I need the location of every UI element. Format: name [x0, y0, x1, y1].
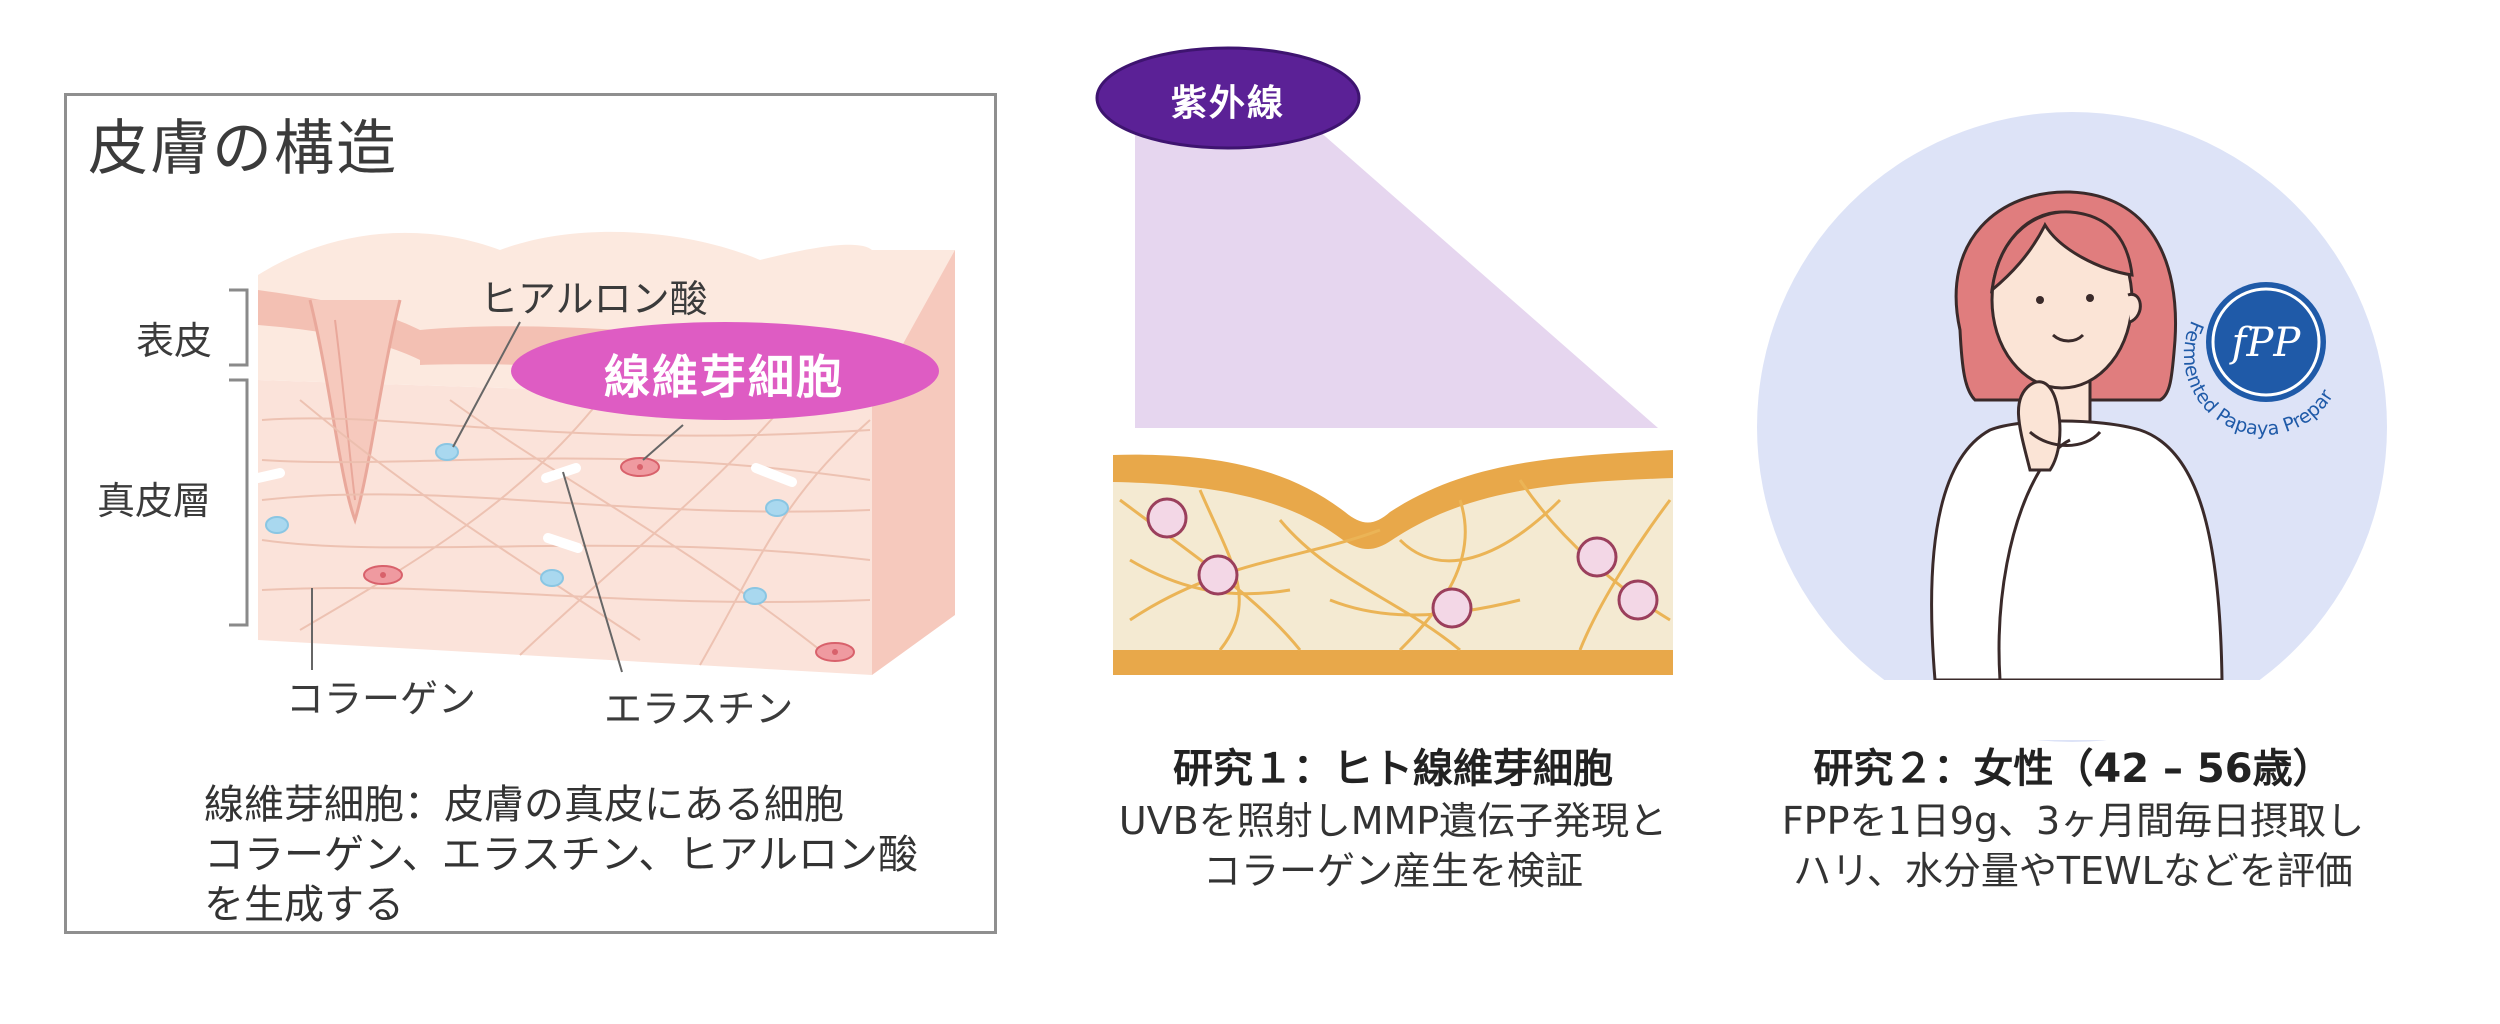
hyaluronic-acid-label: ヒアルロン酸	[480, 277, 708, 321]
dermis-label: 真皮層	[97, 479, 212, 523]
fibroblast-label: 線維芽細胞	[604, 350, 844, 404]
skin-structure-title: 皮膚の構造	[88, 114, 398, 184]
uv-badge	[1095, 46, 1361, 150]
uv-beam	[1135, 130, 1658, 428]
elastin-label: エラスチン	[604, 687, 794, 731]
study1-line-2: コラーゲン産生を検証	[1202, 849, 1583, 893]
sweater	[1930, 419, 2224, 682]
fibroblast-badge	[511, 322, 939, 420]
elastin-leader	[562, 471, 623, 673]
study1-line-1: UVBを照射しMMP遺伝子発現と	[1118, 799, 1668, 843]
epidermis-bracket	[229, 288, 249, 367]
fibroblast-leader	[642, 424, 684, 461]
collagen-label: コラーゲン	[286, 677, 477, 721]
fpp-logo-mark: fPP	[2229, 320, 2302, 366]
description-line-1: 線維芽細胞：皮膚の真皮にある細胞	[204, 782, 844, 828]
basal-band	[1113, 650, 1673, 675]
study1-title: 研究１：ヒト線維芽細胞	[1173, 746, 1613, 792]
description-line-3: を生成する	[204, 882, 404, 928]
study2-line-2: ハリ、水分量やTEWLなどを評価	[1793, 849, 2353, 893]
hyaluronic-leader	[452, 321, 521, 448]
fpp-logo	[2206, 282, 2326, 402]
epidermis-label: 表皮	[136, 319, 213, 363]
study2-title: 研究２：女性（42 – 56歳）	[1813, 746, 2333, 792]
epidermis-band	[1113, 450, 1673, 549]
dermis-bracket	[229, 378, 249, 627]
description-line-2: コラーゲン、エラスチン、ヒアルロン酸	[204, 832, 918, 878]
skin-cross-section	[1113, 450, 1673, 675]
uv-label: 紫外線	[1170, 83, 1285, 124]
fpp-ring-text: Fermented Papaya Preparation	[0, 0, 2338, 440]
study2-line-1: FPPを1日9g、3ヶ月間毎日摂取し	[1781, 799, 2365, 843]
